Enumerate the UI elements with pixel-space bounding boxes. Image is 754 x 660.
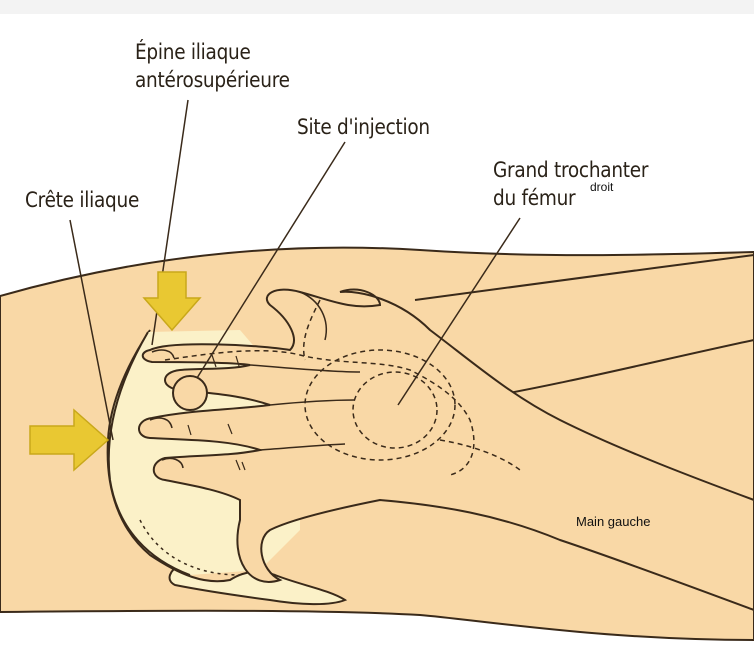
label-grand-line2: du fémur: [493, 186, 575, 211]
label-grand-line1: Grand trochanter: [493, 158, 648, 183]
label-epine-line2: antérosupérieure: [135, 68, 290, 93]
injection-site-marker: [173, 376, 207, 410]
label-crete-iliaque: Crête iliaque: [25, 188, 139, 213]
label-site-injection: Site d'injection: [297, 115, 430, 140]
label-epine-line1: Épine iliaque: [135, 40, 251, 65]
label-droit: droit: [590, 180, 613, 194]
label-main-gauche: Main gauche: [576, 514, 650, 529]
top-band: [0, 0, 754, 14]
